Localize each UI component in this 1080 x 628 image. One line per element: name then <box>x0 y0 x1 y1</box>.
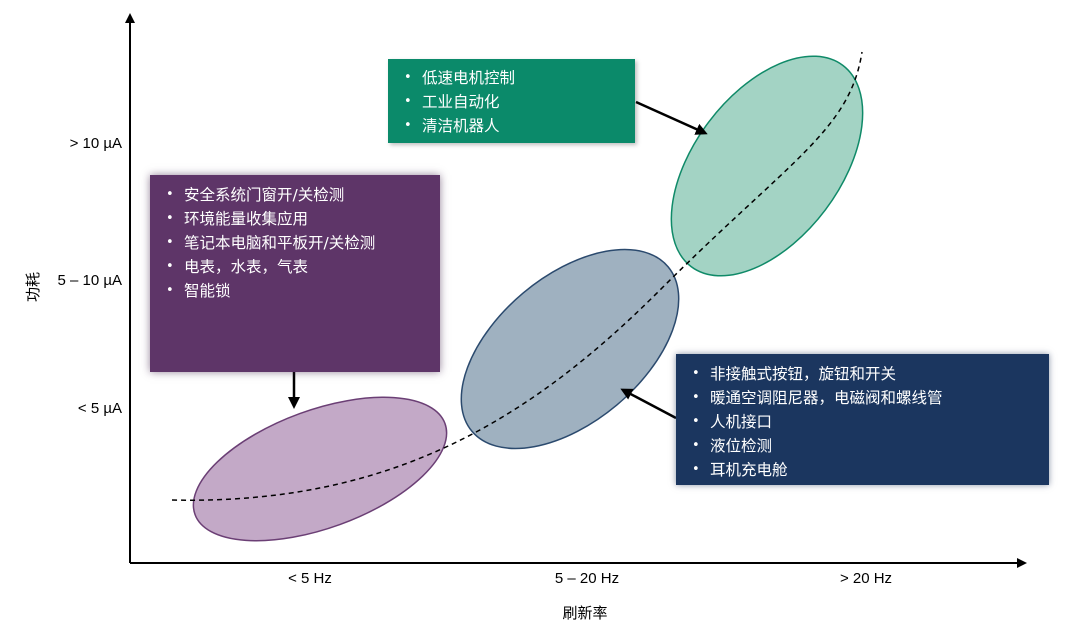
callout-low-refresh: 安全系统门窗开/关检测 环境能量收集应用 笔记本电脑和平板开/关检测 电表，水表… <box>150 175 440 372</box>
list-item: 环境能量收集应用 <box>162 207 440 231</box>
callout-high-refresh: 低速电机控制 工业自动化 清洁机器人 <box>388 59 635 143</box>
x-tick-low: < 5 Hz <box>288 570 332 587</box>
trend-curve <box>171 51 863 501</box>
list-item: 非接触式按钮，旋钮和开关 <box>688 362 1049 386</box>
list-item: 电表，水表，气表 <box>162 255 440 279</box>
y-tick-low: < 5 µA <box>78 400 122 417</box>
ellipse-mid-refresh <box>460 248 680 450</box>
list-item: 笔记本电脑和平板开/关检测 <box>162 231 440 255</box>
x-tick-mid: 5 – 20 Hz <box>555 570 619 587</box>
ellipse-low-refresh <box>192 396 448 542</box>
y-tick-mid: 5 – 10 µA <box>57 272 122 289</box>
list-item: 暖通空调阻尼器，电磁阀和螺线管 <box>688 386 1049 410</box>
list-item: 清洁机器人 <box>400 114 635 138</box>
list-item: 人机接口 <box>688 410 1049 434</box>
list-item: 低速电机控制 <box>400 66 635 90</box>
list-item: 安全系统门窗开/关检测 <box>162 183 440 207</box>
x-tick-high: > 20 Hz <box>840 570 892 587</box>
list-item: 工业自动化 <box>400 90 635 114</box>
callout-mid-refresh: 非接触式按钮，旋钮和开关 暖通空调阻尼器，电磁阀和螺线管 人机接口 液位检测 耳… <box>676 354 1049 485</box>
ellipse-high-refresh <box>670 55 864 277</box>
list-item: 耳机充电舱 <box>688 458 1049 482</box>
arrow-high-box <box>635 100 708 135</box>
y-axis-title: 功耗 <box>24 272 42 302</box>
list-item: 液位检测 <box>688 434 1049 458</box>
arrow-mid-box <box>620 388 677 420</box>
y-tick-high: > 10 µA <box>70 135 122 152</box>
list-item: 智能锁 <box>162 279 440 303</box>
x-axis-title: 刷新率 <box>562 604 607 622</box>
